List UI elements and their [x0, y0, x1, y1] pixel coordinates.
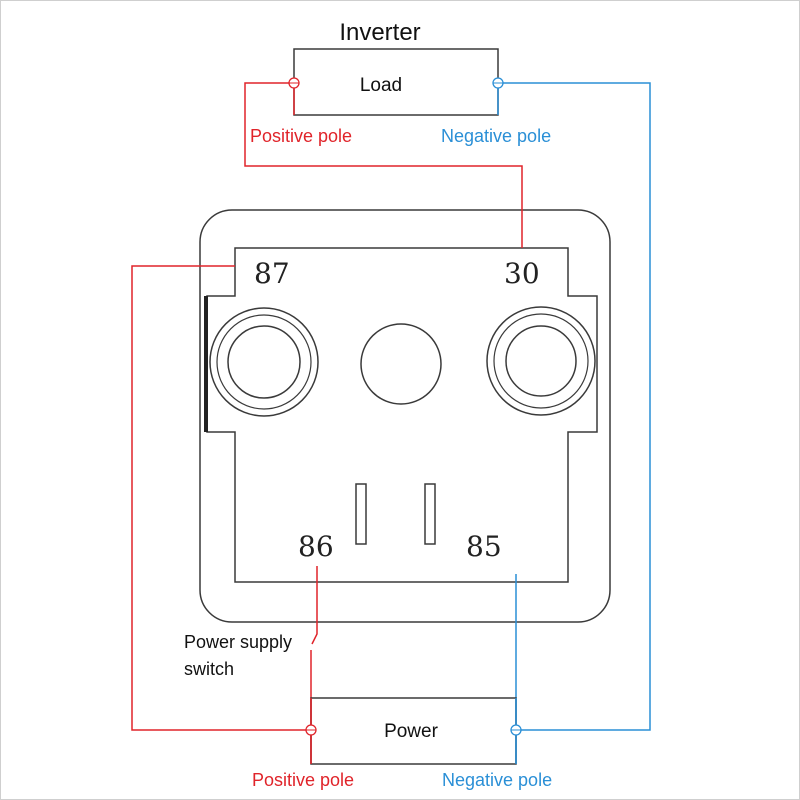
load-positive-pole-label: Positive pole [250, 126, 352, 146]
load-box [293, 48, 499, 116]
coil-slot-86 [355, 483, 367, 545]
relay-edge-hatch [204, 296, 208, 432]
terminal-30-inner-ring [505, 325, 577, 397]
switch-label-line2: switch [184, 659, 234, 679]
pin-87-label: 87 [254, 257, 290, 290]
power-negative-pole-label: Negative pole [442, 770, 552, 790]
pin-86-label: 86 [298, 530, 334, 563]
load-label: Load [360, 75, 402, 96]
coil-slot-85 [424, 483, 436, 545]
wire-load-negative-to-power-negative [498, 82, 651, 731]
wire-load-positive-to-30 [244, 82, 523, 248]
power-label: Power [384, 721, 439, 742]
pin-30-label: 30 [504, 257, 540, 290]
wire-87-to-power-positive [131, 265, 311, 731]
pin-85-label: 85 [466, 530, 502, 563]
terminal-87-inner-ring [227, 325, 301, 399]
center-mount-hole [360, 323, 442, 405]
diagram-title: Inverter [339, 19, 420, 46]
load-negative-pole-label: Negative pole [441, 126, 551, 146]
switch-label-line1: Power supply [184, 632, 292, 652]
power-positive-pole-label: Positive pole [252, 770, 354, 790]
wire-86-to-switch [311, 566, 318, 645]
